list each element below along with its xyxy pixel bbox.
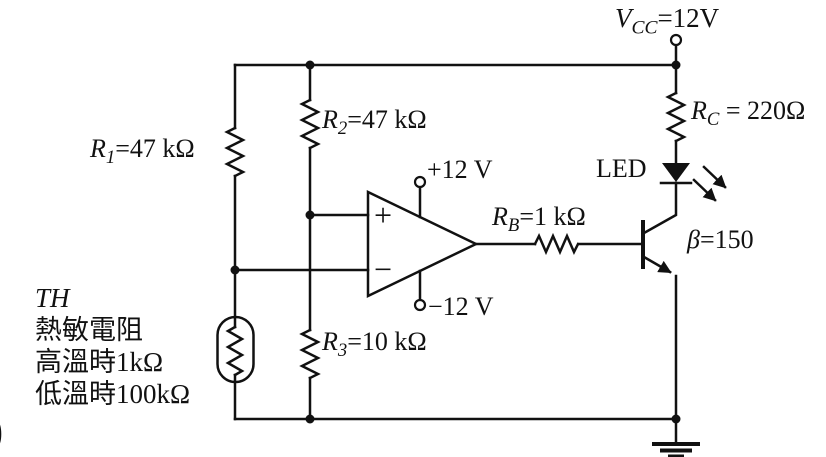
resistor-rc-zigzag (665, 91, 687, 143)
junction-dot (305, 414, 315, 424)
ground-symbol (652, 417, 700, 457)
resistor-r2 (299, 98, 321, 150)
junction-dot (305, 60, 315, 70)
led-light-arrow-2 (692, 178, 717, 202)
thermistor-zigzag (225, 325, 245, 377)
vcc-terminal (669, 33, 683, 47)
resistor-rb-zigzag (533, 232, 580, 256)
resistor-r1-zigzag (224, 126, 246, 178)
opamp-neg-supply-label: −12 V (428, 292, 494, 321)
opamp-symbol (366, 175, 479, 312)
thermistor-label: TH 熱敏電阻 高溫時1kΩ 低溫時100kΩ (35, 282, 190, 410)
figure-corner-mark: ) (0, 403, 3, 456)
junction-dot (305, 210, 315, 220)
led-label: LED (596, 154, 647, 183)
junction-dot (671, 60, 681, 70)
junction-dots (230, 60, 681, 424)
wires (233, 43, 678, 421)
resistor-rc (665, 91, 687, 143)
led-light-arrow-1 (702, 165, 727, 189)
junction-dot (671, 414, 681, 424)
thermistor-hot-value: 高溫時1kΩ (35, 347, 164, 377)
thermistor-cold-value: 低溫時100kΩ (35, 379, 191, 409)
r3-label: R3=10 kΩ (322, 327, 427, 362)
resistor-r1 (224, 126, 246, 178)
thermistor-capsule (216, 315, 255, 384)
thermistor-name: TH (35, 283, 70, 313)
resistor-r3 (299, 328, 321, 380)
rc-label: RC = 220Ω (691, 96, 806, 131)
junction-dot (230, 265, 240, 275)
opamp-noninverting-sign: + (374, 197, 393, 233)
beta-label: β=150 (687, 225, 754, 254)
r2-label: R2=47 kΩ (322, 105, 427, 140)
led-triangle (662, 163, 690, 182)
opamp-neg-supply-terminal (413, 298, 427, 312)
collector-lead-wire (642, 181, 678, 235)
thermistor-description: 熱敏電阻 (35, 315, 143, 345)
thermistor-symbol (216, 315, 255, 384)
vcc-label: VCC=12V (615, 3, 720, 39)
transistor-emitter-arrow (642, 255, 672, 274)
opamp-inverting-sign: − (374, 251, 393, 287)
r1-label: R1=47 kΩ (90, 134, 195, 169)
opamp-pos-supply-label: +12 V (427, 155, 493, 184)
rb-label: RB=1 kΩ (492, 202, 586, 237)
opamp-triangle (366, 190, 479, 298)
transistor-symbol (641, 220, 672, 274)
resistor-rb (533, 232, 580, 256)
resistor-r3-zigzag (299, 328, 321, 380)
resistor-r2-zigzag (299, 98, 321, 150)
opamp-pos-supply-terminal (413, 175, 427, 189)
led-symbol (659, 163, 727, 202)
